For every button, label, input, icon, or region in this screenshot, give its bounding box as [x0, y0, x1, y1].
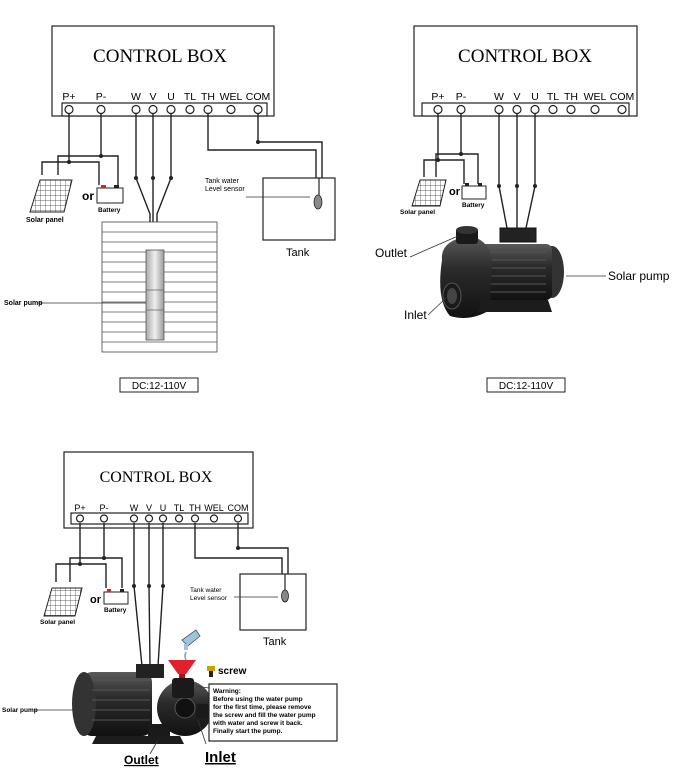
- terminal-label-com: COM: [246, 91, 271, 103]
- or-label: or: [90, 594, 102, 606]
- battery-icon: [461, 183, 487, 200]
- submersible-pump-icon: [145, 249, 165, 341]
- terminal-label-th: TH: [201, 91, 215, 103]
- terminal-label-p-plus: P+: [62, 91, 75, 103]
- screw-label: screw: [218, 666, 247, 677]
- terminal-labels: P+ P- W V U TL TH WEL COM: [62, 91, 270, 103]
- terminal-label-wel: WEL: [220, 91, 243, 103]
- terminal-strip: [421, 102, 630, 117]
- voltage-label: DC:12-110V: [132, 381, 187, 392]
- water-tap-icon: [181, 629, 201, 661]
- solar-panel-label: Solar panel: [400, 209, 435, 216]
- diagram-3-peripheral-pump: CONTROL BOX P+ P- W V U TL TH WEL COM So…: [2, 451, 338, 767]
- battery-icon: [96, 185, 124, 204]
- sensor-label-line1: Tank water: [190, 587, 222, 594]
- voltage-label: DC:12-110V: [499, 381, 554, 392]
- solar-panel-label: Solar panel: [40, 619, 75, 626]
- warning-callout: Warning: Before using the water pump for…: [195, 683, 338, 742]
- terminal-label-com: COM: [228, 503, 249, 513]
- solar-panel-icon: [43, 587, 83, 617]
- warning-text: Warning: Before using the water pump for…: [212, 688, 317, 735]
- control-box: [51, 25, 275, 117]
- battery-label: Battery: [98, 207, 121, 214]
- solar-panel-icon: [411, 179, 447, 207]
- level-sensor-icon: [313, 178, 323, 210]
- solar-pump-label: Solar pump: [2, 707, 38, 714]
- terminal-label-th: TH: [564, 91, 578, 103]
- peripheral-pump-icon: [72, 664, 213, 744]
- terminal-label-th: TH: [189, 503, 201, 513]
- solar-pump-label: Solar pump: [608, 269, 670, 283]
- battery-label: Battery: [104, 607, 127, 614]
- battery-label: Battery: [462, 202, 485, 209]
- control-box-title: CONTROL BOX: [100, 469, 213, 486]
- screw-icon: [207, 666, 215, 677]
- level-sensor-icon: [281, 574, 289, 603]
- terminal-labels: P+ P- W V U TL TH WEL COM: [431, 91, 634, 103]
- terminal-label-u: U: [531, 91, 539, 103]
- or-label: or: [449, 186, 461, 198]
- sensor-label-line1: Tank water: [205, 178, 240, 185]
- outlet-label: Outlet: [375, 246, 408, 260]
- diagram-1-submersible: CONTROL BOX P+ P- W V U TL TH WEL COM: [4, 25, 336, 393]
- terminal-screws: [433, 104, 627, 115]
- terminal-label-u: U: [167, 91, 175, 103]
- terminal-label-v: V: [513, 91, 520, 103]
- diagram-2-surface-pump: CONTROL BOX P+ P- W V U TL TH WEL COM So…: [375, 25, 670, 393]
- tank-label: Tank: [263, 636, 287, 648]
- inlet-label: Inlet: [404, 308, 427, 322]
- tank-label: Tank: [286, 247, 310, 259]
- terminal-label-p-minus: P-: [100, 503, 109, 513]
- solar-panel-label: Solar panel: [26, 217, 64, 224]
- inlet-label: Inlet: [205, 749, 236, 766]
- terminal-strip: [61, 102, 268, 117]
- terminal-label-tl: TL: [547, 91, 559, 103]
- surface-pump-icon: [440, 226, 564, 318]
- battery-icon: [103, 589, 129, 605]
- or-label: or: [82, 189, 94, 203]
- terminal-label-v: V: [149, 91, 156, 103]
- terminal-label-w: W: [130, 503, 139, 513]
- terminal-label-p-plus: P+: [431, 91, 444, 103]
- terminal-label-wel: WEL: [204, 503, 224, 513]
- voltage-badge: [486, 377, 566, 393]
- terminal-screws: [75, 514, 243, 523]
- tank-box: [262, 177, 336, 241]
- control-box-title: CONTROL BOX: [93, 46, 227, 67]
- tank-box: [239, 573, 307, 631]
- solar-pump-label: Solar pump: [4, 300, 43, 307]
- terminal-label-p-plus: P+: [74, 503, 85, 513]
- terminal-label-tl: TL: [184, 91, 196, 103]
- terminal-label-p-minus: P-: [456, 91, 467, 103]
- terminal-label-u: U: [160, 503, 167, 513]
- terminal-label-wel: WEL: [584, 91, 607, 103]
- terminal-label-tl: TL: [174, 503, 185, 513]
- terminal-labels: P+ P- W V U TL TH WEL COM: [74, 503, 248, 513]
- terminal-label-w: W: [131, 91, 141, 103]
- solar-panel-icon: [29, 179, 73, 213]
- terminal-label-w: W: [494, 91, 504, 103]
- terminal-screws: [64, 104, 263, 115]
- outlet-label: Outlet: [124, 753, 159, 767]
- terminal-label-p-minus: P-: [96, 91, 107, 103]
- sensor-label-line2: Level sensor: [205, 186, 245, 193]
- terminal-label-v: V: [146, 503, 152, 513]
- terminal-label-com: COM: [610, 91, 635, 103]
- voltage-badge: [119, 377, 199, 393]
- control-box: [413, 25, 638, 117]
- sensor-label-line2: Level sensor: [190, 595, 228, 602]
- control-box-title: CONTROL BOX: [458, 46, 592, 67]
